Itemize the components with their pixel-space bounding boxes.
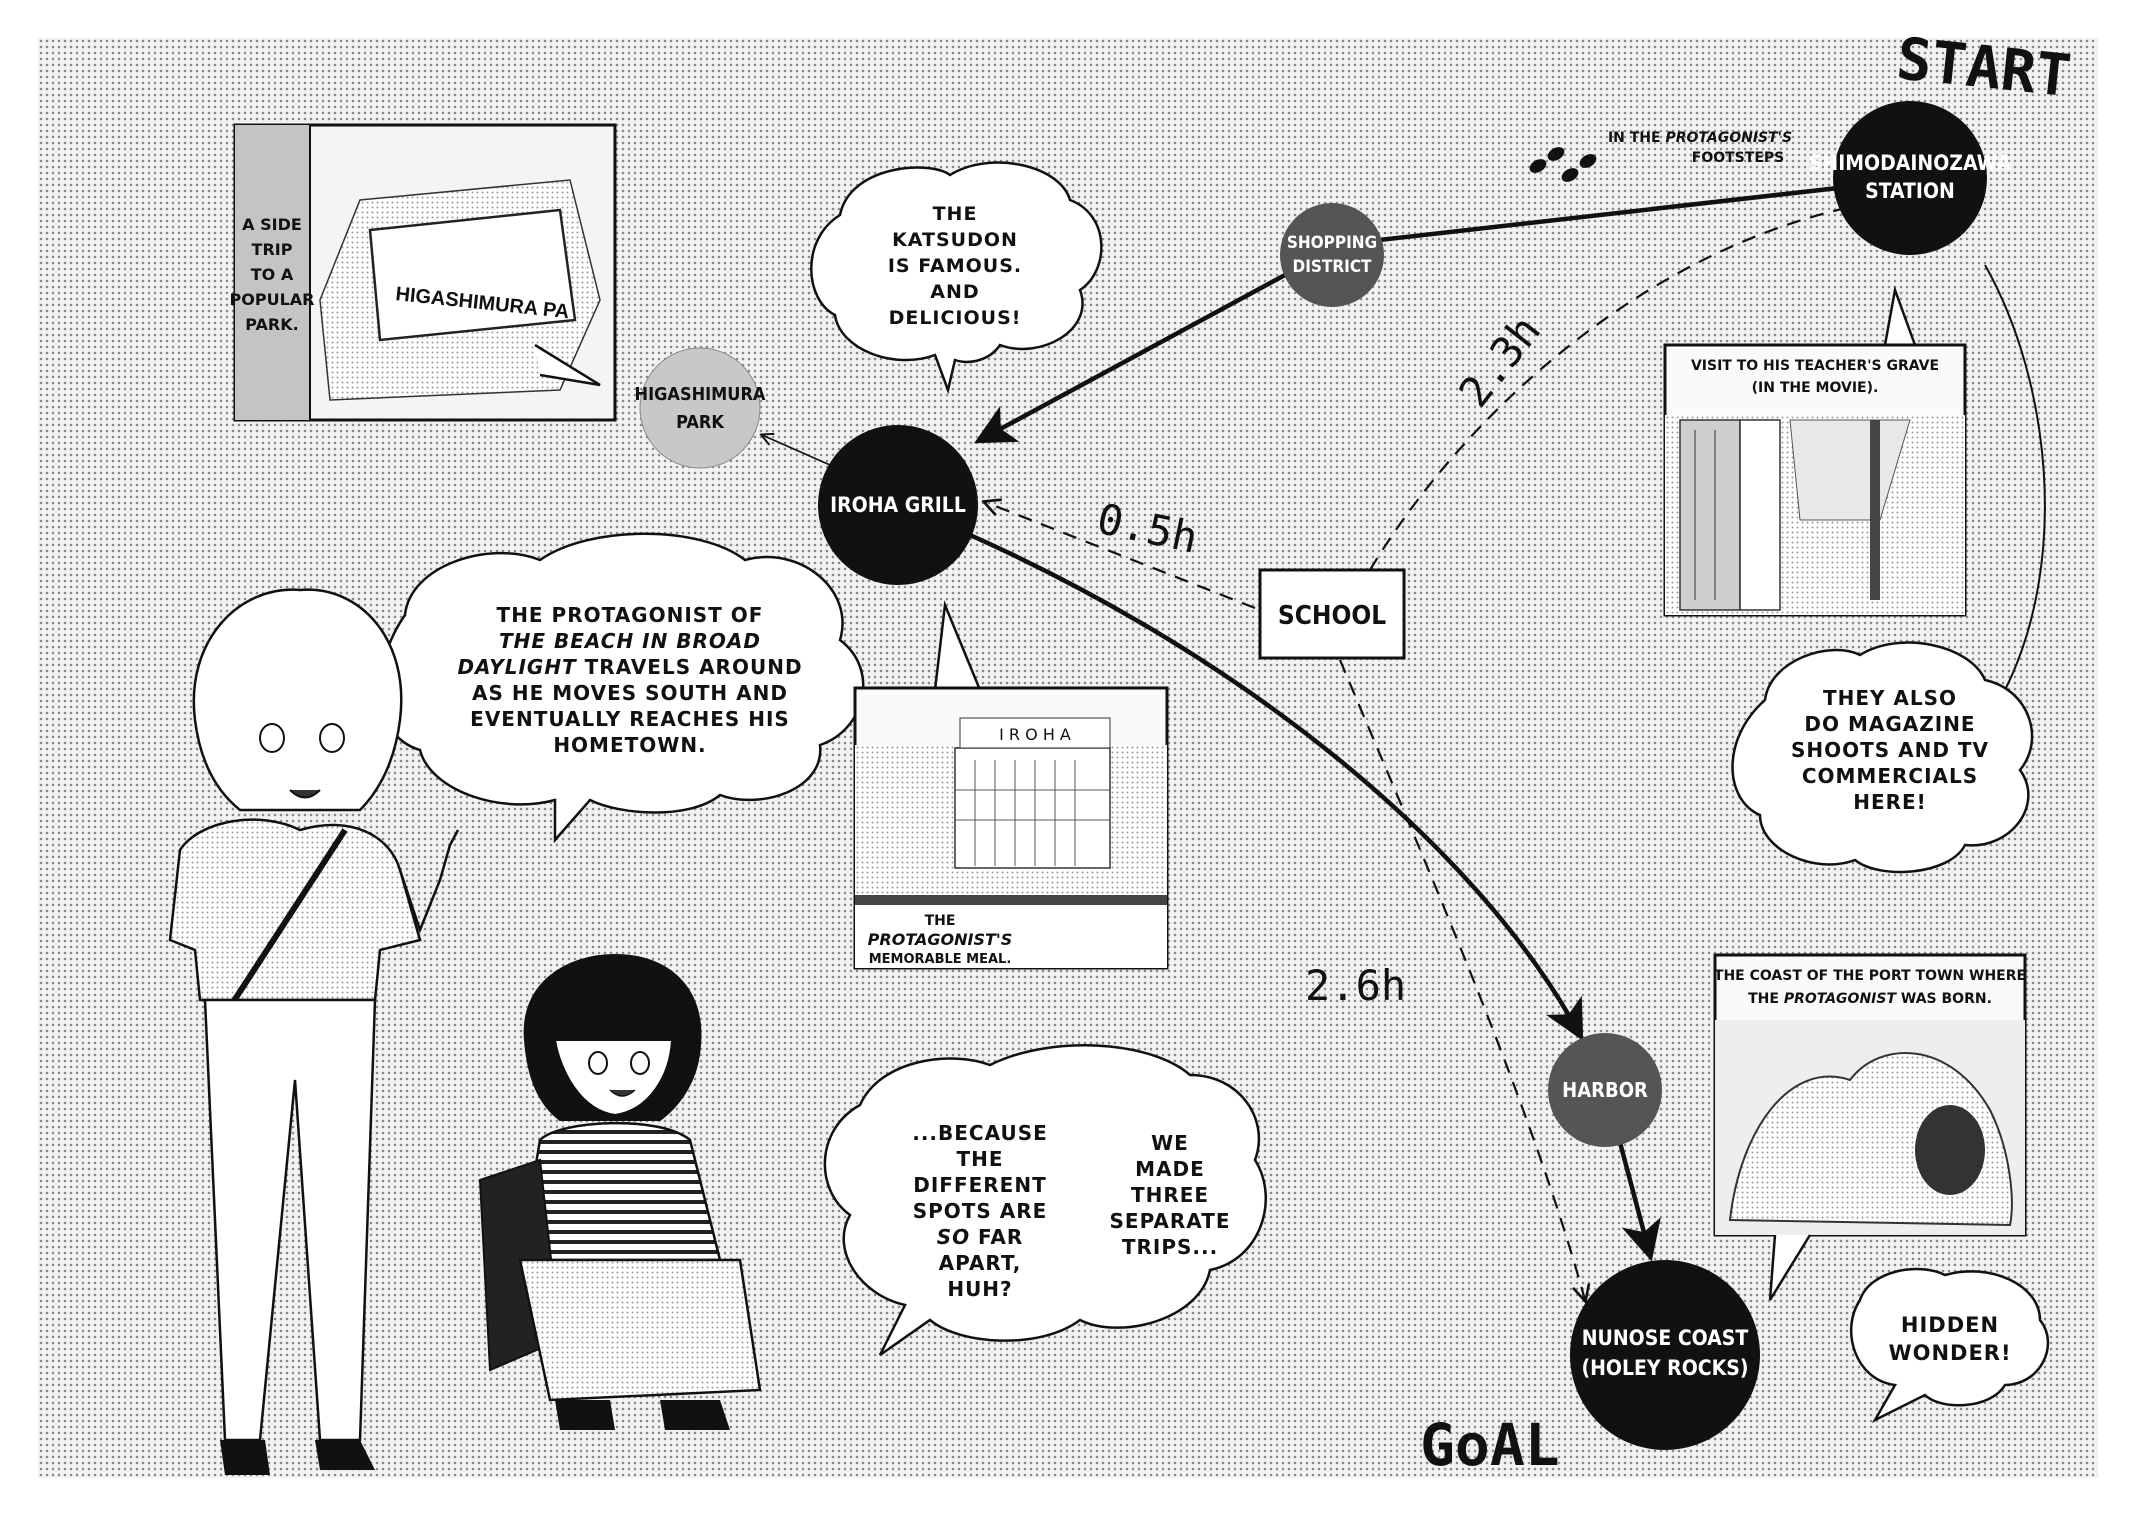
route-shopping-to-iroha bbox=[974, 273, 1287, 444]
svg-text:SHIMODAINOZAWA: SHIMODAINOZAWA bbox=[1809, 151, 2012, 175]
route-lines bbox=[762, 185, 2046, 1300]
svg-text:SO FAR: SO FAR bbox=[937, 1225, 1024, 1249]
svg-text:HERE!: HERE! bbox=[1853, 790, 1927, 814]
svg-text:TRIP: TRIP bbox=[252, 240, 293, 259]
bubble-protagonist: THE PROTAGONIST OF THE BEACH IN BROAD DA… bbox=[379, 532, 865, 844]
footsteps-icon bbox=[1529, 147, 1597, 182]
svg-text:IROHA GRILL: IROHA GRILL bbox=[830, 493, 966, 517]
node-harbor[interactable]: HARBOR bbox=[1548, 1033, 1662, 1147]
svg-text:TRIPS...: TRIPS... bbox=[1122, 1235, 1218, 1259]
svg-text:(HOLEY ROCKS): (HOLEY ROCKS) bbox=[1581, 1356, 1748, 1380]
svg-text:THE PROTAGONIST WAS BORN.: THE PROTAGONIST WAS BORN. bbox=[1748, 991, 1992, 1007]
svg-text:THEY ALSO: THEY ALSO bbox=[1823, 686, 1957, 710]
node-shimodainozawa-station[interactable]: SHIMODAINOZAWA STATION bbox=[1809, 101, 2012, 255]
duration-2.6h: 2.6h bbox=[1305, 961, 1406, 1010]
svg-text:WONDER!: WONDER! bbox=[1888, 1341, 2011, 1365]
route-harbor-to-coast bbox=[1615, 1134, 1661, 1262]
node-iroha-grill[interactable]: IROHA GRILL bbox=[818, 425, 978, 585]
start-label: START bbox=[1894, 24, 2075, 110]
svg-text:THREE: THREE bbox=[1131, 1183, 1209, 1207]
svg-text:PARK: PARK bbox=[676, 412, 725, 433]
svg-text:WE: WE bbox=[1151, 1131, 1189, 1155]
node-school[interactable]: SCHOOL bbox=[1258, 568, 1406, 660]
svg-text:POPULAR: POPULAR bbox=[230, 290, 315, 309]
svg-text:...BECAUSE: ...BECAUSE bbox=[912, 1121, 1048, 1145]
svg-text:COMMERCIALS: COMMERCIALS bbox=[1802, 764, 1978, 788]
dashed-school-to-coast bbox=[1338, 659, 1585, 1300]
svg-text:MADE: MADE bbox=[1135, 1157, 1205, 1181]
footsteps-caption-1: IN THE PROTAGONIST'S bbox=[1608, 130, 1792, 146]
route-iroha-to-harbor bbox=[969, 532, 1584, 1041]
node-shopping-district[interactable]: SHOPPING DISTRICT bbox=[1280, 203, 1384, 307]
svg-text:HIDDEN: HIDDEN bbox=[1901, 1313, 1999, 1337]
node-nunose-coast[interactable]: NUNOSE COAST (HOLEY ROCKS) bbox=[1570, 1260, 1760, 1450]
svg-text:DELICIOUS!: DELICIOUS! bbox=[889, 307, 1022, 329]
dashed-school-to-iroha bbox=[985, 502, 1256, 610]
bubble-katsudon: THE KATSUDON IS FAMOUS. AND DELICIOUS! bbox=[810, 161, 1103, 395]
svg-text:HIGASHIMURA: HIGASHIMURA bbox=[635, 384, 766, 405]
panel-coast: THE COAST OF THE PORT TOWN WHERE THE PRO… bbox=[1713, 953, 2027, 1301]
svg-text:THE COAST OF THE PORT TOWN WHE: THE COAST OF THE PORT TOWN WHERE bbox=[1714, 968, 2026, 984]
bubble-hidden-wonder: HIDDEN WONDER! bbox=[1850, 1267, 2050, 1423]
svg-text:THE PROTAGONIST OF: THE PROTAGONIST OF bbox=[497, 603, 764, 627]
svg-text:HARBOR: HARBOR bbox=[1562, 1078, 1648, 1102]
dashed-school-to-station bbox=[1369, 205, 1860, 571]
svg-text:DO MAGAZINE: DO MAGAZINE bbox=[1804, 712, 1975, 736]
bubble-magazine: THEY ALSO DO MAGAZINE SHOOTS AND TV COMM… bbox=[1731, 641, 2034, 874]
duration-2.3h: 2.3h bbox=[1449, 306, 1550, 416]
svg-text:AS HE MOVES SOUTH AND: AS HE MOVES SOUTH AND bbox=[472, 681, 788, 705]
bubble-because-trips: ...BECAUSE THE DIFFERENT SPOTS ARE SO FA… bbox=[823, 1044, 1267, 1357]
svg-text:SEPARATE: SEPARATE bbox=[1110, 1209, 1231, 1233]
panel-teacher-grave: VISIT TO HIS TEACHER'S GRAVE (IN THE MOV… bbox=[1663, 285, 1967, 617]
svg-text:KATSUDON: KATSUDON bbox=[892, 229, 1018, 251]
svg-text:THE: THE bbox=[933, 203, 978, 225]
svg-text:NUNOSE COAST: NUNOSE COAST bbox=[1582, 1326, 1749, 1350]
svg-text:A SIDE: A SIDE bbox=[242, 215, 302, 234]
goal-label: GoAL bbox=[1420, 1411, 1560, 1479]
iroha-sign-text: I R O H A bbox=[999, 725, 1071, 744]
svg-text:HOMETOWN.: HOMETOWN. bbox=[553, 733, 706, 757]
svg-text:SPOTS ARE: SPOTS ARE bbox=[913, 1199, 1048, 1223]
route-iroha-to-park bbox=[762, 435, 831, 466]
bubble-link-curve bbox=[1984, 264, 2046, 691]
svg-text:HUH?: HUH? bbox=[947, 1277, 1012, 1301]
character-crouching-boy bbox=[478, 953, 762, 1430]
panel-iroha-meal: I R O H A THE PROTAGONIST'S MEMORABLE ME… bbox=[853, 600, 1169, 970]
svg-text:APART,: APART, bbox=[939, 1251, 1022, 1275]
svg-text:VISIT TO HIS TEACHER'S GRAVE: VISIT TO HIS TEACHER'S GRAVE bbox=[1691, 358, 1939, 374]
svg-text:SCHOOL: SCHOOL bbox=[1278, 601, 1386, 631]
svg-text:AND: AND bbox=[930, 281, 979, 303]
character-tall-boy bbox=[168, 588, 460, 1475]
svg-text:PROTAGONIST'S: PROTAGONIST'S bbox=[868, 930, 1013, 949]
svg-text:(IN THE MOVIE).: (IN THE MOVIE). bbox=[1752, 380, 1879, 396]
svg-text:THE BEACH IN BROAD: THE BEACH IN BROAD bbox=[499, 629, 761, 653]
panel-park: HIGASHIMURA PA A SIDE TRIP TO A POPULAR … bbox=[230, 123, 617, 422]
route-station-to-shopping bbox=[1328, 185, 1839, 262]
svg-text:IS FAMOUS.: IS FAMOUS. bbox=[888, 255, 1022, 277]
svg-text:THE: THE bbox=[925, 913, 956, 929]
svg-text:STATION: STATION bbox=[1865, 179, 1955, 203]
svg-text:EVENTUALLY REACHES HIS: EVENTUALLY REACHES HIS bbox=[470, 707, 790, 731]
svg-text:MEMORABLE MEAL.: MEMORABLE MEAL. bbox=[869, 952, 1012, 967]
svg-text:SHOOTS AND TV: SHOOTS AND TV bbox=[1791, 738, 1989, 762]
footsteps-caption-2: FOOTSTEPS bbox=[1692, 150, 1784, 166]
svg-text:PARK.: PARK. bbox=[245, 315, 298, 334]
svg-text:TO A: TO A bbox=[251, 265, 294, 284]
node-higashimura-park[interactable]: HIGASHIMURA PARK bbox=[635, 347, 766, 469]
svg-text:DIFFERENT: DIFFERENT bbox=[913, 1173, 1046, 1197]
svg-text:DISTRICT: DISTRICT bbox=[1293, 257, 1373, 277]
svg-text:SHOPPING: SHOPPING bbox=[1287, 233, 1377, 253]
svg-text:DAYLIGHT TRAVELS AROUND: DAYLIGHT TRAVELS AROUND bbox=[457, 655, 802, 679]
duration-0.5h: 0.5h bbox=[1093, 494, 1202, 563]
svg-text:THE: THE bbox=[956, 1147, 1003, 1171]
